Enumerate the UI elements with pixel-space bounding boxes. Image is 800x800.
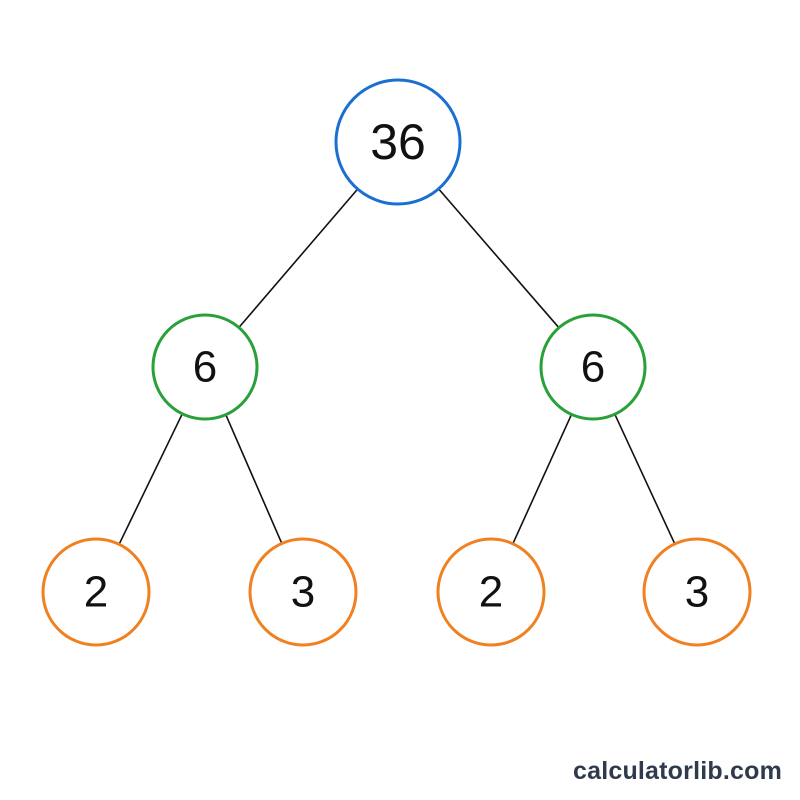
node-value-root-1-0: 2	[479, 568, 503, 617]
node-circle-root-1-1	[642, 537, 752, 647]
node-value-root-0-0: 2	[84, 568, 108, 617]
edge-root-to-root-1	[437, 188, 560, 329]
node-circle-root-0-0	[41, 537, 151, 647]
edge-root-1-to-root-1-1	[614, 413, 676, 545]
tree-node-root-0: 6	[151, 313, 259, 421]
node-circle-root-1-0	[436, 537, 546, 647]
node-value-root-1: 6	[581, 343, 605, 392]
node-circle-root-0-1	[248, 537, 358, 647]
edge-root-1-to-root-1-0	[512, 414, 573, 545]
tree-node-root-1: 6	[539, 313, 647, 421]
node-circle-root-1	[539, 313, 647, 421]
edge-root-0-to-root-0-0	[118, 413, 184, 545]
edge-root-to-root-0	[238, 188, 359, 329]
tree-node-root-1-0: 2	[436, 537, 546, 647]
node-value-root-1-1: 3	[685, 568, 709, 617]
node-circle-root-0	[151, 313, 259, 421]
tree-node-root-0-1: 3	[248, 537, 358, 647]
tree-node-root-1-1: 3	[642, 537, 752, 647]
node-circle-root	[334, 78, 462, 206]
node-value-root: 36	[370, 114, 426, 170]
site-watermark: calculatorlib.com	[572, 757, 782, 785]
tree-node-root: 36	[334, 78, 462, 206]
tree-node-root-0-0: 2	[41, 537, 151, 647]
node-value-root-0-1: 3	[291, 568, 315, 617]
edge-root-0-to-root-0-1	[225, 414, 283, 544]
node-value-root-0: 6	[193, 343, 217, 392]
